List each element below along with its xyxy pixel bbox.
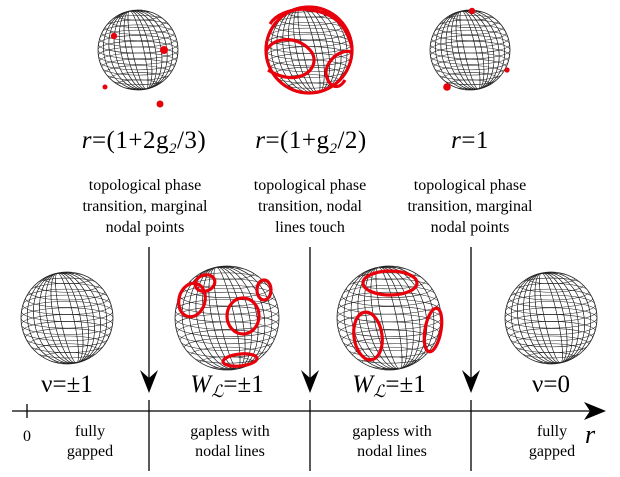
nodal-point [504,67,510,73]
sphere-nodal-lines-2 [336,265,444,371]
nodal-lines [177,273,273,368]
transition-description-2: topological phase transition, nodal line… [253,177,367,236]
phase-region-label-2: gapless with nodal lines [190,423,270,460]
nodal-point [102,84,108,90]
r-axis [12,400,606,471]
sphere-gapped-2 [504,271,598,365]
sphere-mesh [429,9,511,91]
nodal-point [110,32,118,40]
transition-formula-2: r=(1+g2/2) [255,127,367,157]
phase-invariant-4: ν=0 [532,371,570,398]
sphere-gapped-1 [20,271,114,365]
phase-invariant-3: Wℒ=±1 [352,371,426,401]
phase-invariant-1: ν=±1 [41,371,93,398]
phase-region-label-3: gapless with nodal lines [352,423,432,460]
phase-region-label-4: fully gapped [528,423,576,460]
axis-origin-label: 0 [23,428,31,445]
axis-label-r: r [584,420,596,449]
transition-description-1: topological phase transition, marginal n… [82,177,208,236]
sphere-mesh [504,271,598,365]
sphere-mesh [20,271,114,365]
sphere-marginal-points-2 [429,7,511,91]
nodal-point [468,7,476,15]
transition-formula-3: r=1 [451,127,489,154]
sphere-nodal-lines-1 [174,265,280,371]
nodal-point [156,100,164,108]
phase-invariant-2: Wℒ=±1 [190,371,264,401]
nodal-point [443,83,451,91]
transition-formula-1: r=(1+2g2/3) [81,127,207,157]
transition-description-3: topological phase transition, marginal n… [407,177,533,236]
phase-region-label-1: fully gapped [66,423,114,460]
transition-arrow-1 [140,247,158,393]
sphere-lines-touch [264,5,354,95]
transition-arrow-2 [301,247,319,393]
nodal-lines [352,269,444,362]
nodal-lines [264,5,354,95]
transition-arrow-3 [462,247,480,393]
nodal-point [160,46,168,54]
sphere-mesh [97,9,179,91]
sphere-marginal-points-1 [97,9,179,108]
